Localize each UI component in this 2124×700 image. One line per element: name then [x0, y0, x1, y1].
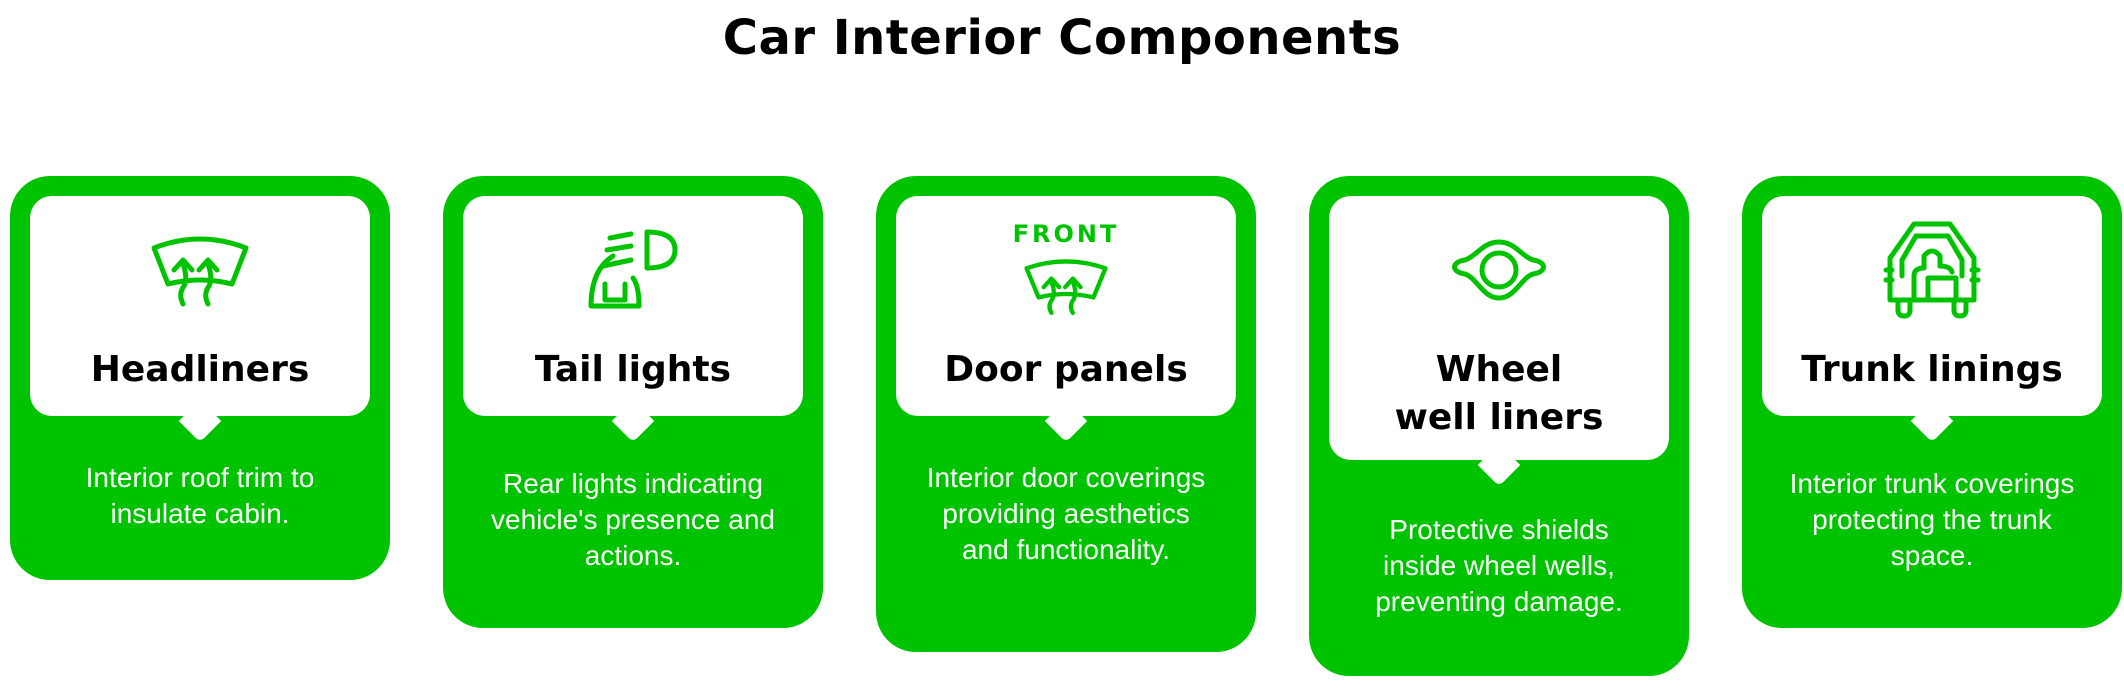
card-headliners: Headliners Interior roof trim to insulat…	[10, 176, 390, 580]
card-header: FRONT Door panels	[896, 196, 1236, 443]
card-description: Protective shields inside wheel wells, p…	[1375, 514, 1623, 617]
trunk-icon	[1883, 221, 1981, 319]
card-title: Headliners	[90, 349, 310, 390]
card-title: Wheel well liners	[1394, 349, 1604, 438]
card-header: Trunk linings	[1762, 196, 2102, 443]
card-description: Rear lights indicating vehicle's presenc…	[491, 468, 775, 571]
card-description: Interior trunk coverings protecting the …	[1789, 468, 2075, 571]
card-title: Trunk linings	[1801, 349, 2063, 390]
pointer	[1477, 443, 1521, 487]
card-tail-lights: Tail lights Rear lights indicating vehic…	[443, 176, 823, 628]
card-door-panels: FRONT Door panels Interior door covering…	[876, 176, 1256, 652]
card-header: Wheel well liners	[1329, 196, 1669, 487]
card-header: Tail lights	[463, 196, 803, 443]
front-label: FRONT	[1012, 220, 1120, 248]
pointer	[1044, 399, 1088, 443]
card-trunk-linings: Trunk linings Interior trunk coverings p…	[1742, 176, 2122, 628]
pointer	[611, 399, 655, 443]
pointer	[178, 399, 222, 443]
tail-light-icon	[588, 229, 678, 309]
card-title: Door panels	[944, 349, 1188, 390]
front-defrost-icon	[1024, 259, 1108, 315]
card-description: Interior roof trim to insulate cabin.	[85, 462, 315, 529]
windshield-defrost-icon	[151, 236, 249, 307]
page-title: Car Interior Components	[722, 10, 1402, 66]
card-title: Tail lights	[534, 349, 732, 390]
card-wheel-well-liners: Wheel well liners Protective shields ins…	[1309, 176, 1689, 676]
pointer	[1910, 399, 1954, 443]
card-description: Interior door coverings providing aesthe…	[926, 462, 1206, 565]
card-header: Headliners	[30, 196, 370, 443]
wheel-well-icon	[1452, 239, 1546, 301]
